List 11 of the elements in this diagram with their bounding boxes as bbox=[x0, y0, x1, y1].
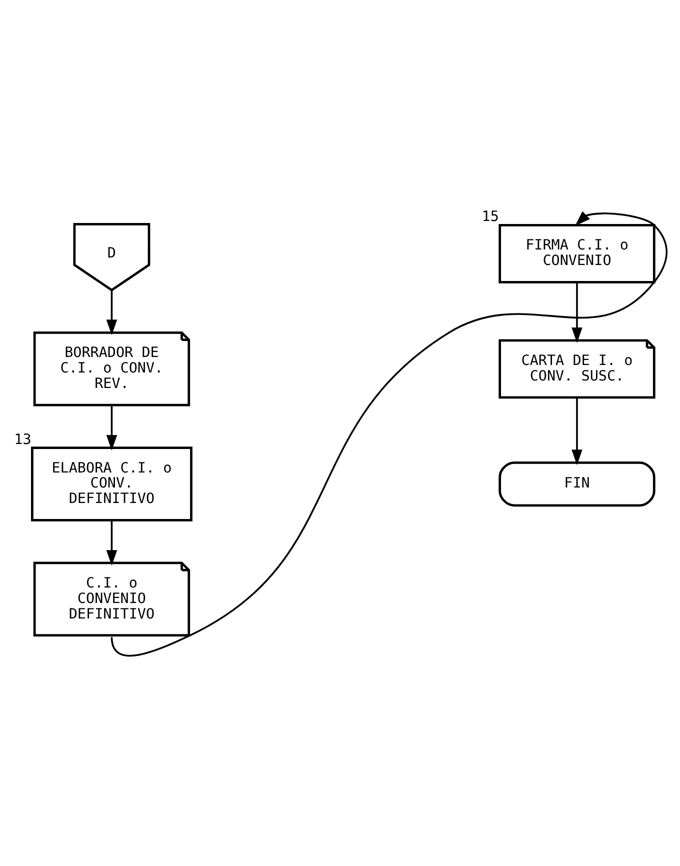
arrow bbox=[106, 520, 118, 566]
node-box: FIRMA C.I. o CONVENIO bbox=[498, 224, 656, 284]
arrow bbox=[106, 405, 118, 450]
node-label: 13 bbox=[14, 432, 32, 448]
node-box: FIN bbox=[498, 461, 656, 507]
arrow bbox=[110, 211, 668, 656]
arrow bbox=[572, 398, 582, 466]
node-box: ELABORA C.I. o CONV. DEFINITIVO bbox=[31, 446, 192, 522]
arrow bbox=[106, 290, 118, 336]
arrow bbox=[572, 282, 582, 343]
node-label: 15 bbox=[482, 209, 499, 226]
